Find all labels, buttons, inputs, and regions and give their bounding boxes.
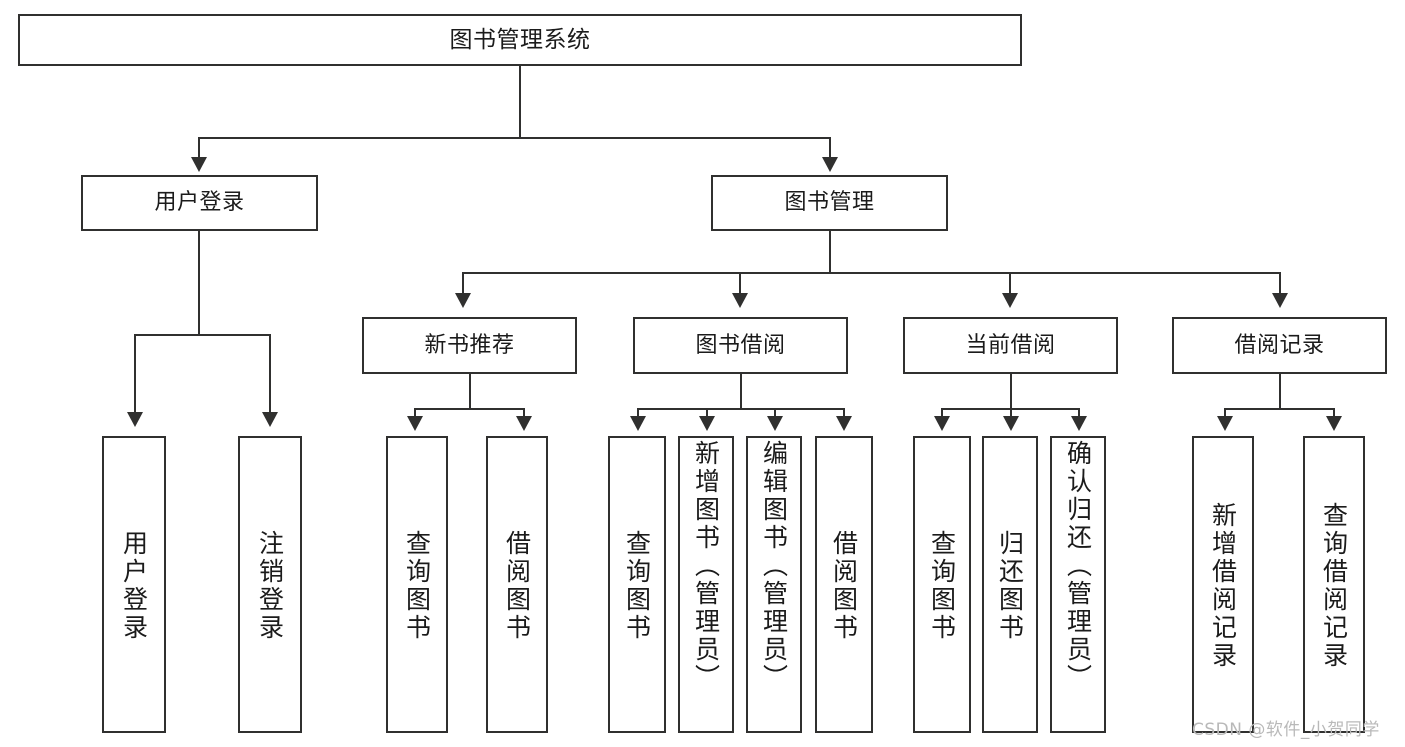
connector-br-stem (1279, 374, 1281, 410)
node-label: 图书借阅 (695, 332, 786, 358)
node-label: 编辑图书（管理员） (759, 440, 789, 692)
connector-bm-drop-3 (1009, 272, 1011, 295)
arrow-to-leaf-user-login (127, 412, 143, 427)
node-current-borrow[interactable]: 当前借阅 (903, 317, 1118, 374)
connector-nbr-drop-2 (523, 408, 525, 418)
node-label: 图书管理 (784, 190, 875, 216)
node-label: 确认归还（管理员） (1063, 440, 1093, 692)
leaf-cb-return-book[interactable]: 归还图书 (982, 436, 1038, 733)
arrow-to-leaf-br-2 (1326, 416, 1342, 431)
connector-root-stem (519, 66, 521, 138)
arrow-to-user-login (191, 157, 207, 172)
connector-cb-drop-1 (941, 408, 943, 418)
connector-user-login-bar (134, 334, 271, 336)
arrow-to-leaf-br-1 (1217, 416, 1233, 431)
connector-br-drop-2 (1333, 408, 1335, 418)
connector-br-bar (1224, 408, 1335, 410)
node-book-borrow[interactable]: 图书借阅 (633, 317, 848, 374)
connector-bm-drop-1 (462, 272, 464, 295)
csdn-watermark: CSDN @软件_小贺同学 (1192, 720, 1380, 740)
connector-bb-drop-4 (843, 408, 845, 418)
leaf-bb-add-book-admin[interactable]: 新增图书（管理员） (678, 436, 734, 733)
node-borrow-record[interactable]: 借阅记录 (1172, 317, 1387, 374)
leaf-cb-confirm-return-admin[interactable]: 确认归还（管理员） (1050, 436, 1106, 733)
connector-br-drop-1 (1224, 408, 1226, 418)
arrow-to-leaf-cb-2 (1003, 416, 1019, 431)
arrow-to-leaf-logout (262, 412, 278, 427)
node-root-system[interactable]: 图书管理系统 (18, 14, 1022, 66)
arrow-to-new-book-recommend (455, 293, 471, 308)
leaf-nbr-borrow-book[interactable]: 借阅图书 (486, 436, 548, 733)
node-label: 新增图书（管理员） (691, 440, 721, 692)
arrow-to-book-manage (822, 157, 838, 172)
connector-cb-drop-2 (1010, 408, 1012, 418)
leaf-br-query-record[interactable]: 查询借阅记录 (1303, 436, 1365, 733)
node-new-book-recommend[interactable]: 新书推荐 (362, 317, 577, 374)
connector-bb-drop-3 (774, 408, 776, 418)
arrow-to-leaf-nbr-2 (516, 416, 532, 431)
connector-nbr-bar (414, 408, 525, 410)
connector-nbr-drop-1 (414, 408, 416, 418)
arrow-to-leaf-bb-2 (699, 416, 715, 431)
connector-cb-drop-3 (1078, 408, 1080, 418)
connector-bb-drop-2 (706, 408, 708, 418)
leaf-bb-query-book[interactable]: 查询图书 (608, 436, 666, 733)
connector-book-manage-bar (462, 272, 1279, 274)
node-label: 查询借阅记录 (1319, 501, 1349, 670)
arrow-to-leaf-nbr-1 (407, 416, 423, 431)
arrow-to-leaf-cb-1 (934, 416, 950, 431)
arrow-to-leaf-bb-4 (836, 416, 852, 431)
connector-bb-drop-1 (637, 408, 639, 418)
node-label: 新增借阅记录 (1208, 501, 1238, 670)
node-label: 借阅图书 (829, 529, 859, 642)
connector-bb-bar (637, 408, 845, 410)
node-label: 图书管理系统 (449, 26, 591, 53)
connector-book-manage-stem (829, 231, 831, 274)
node-label: 借阅记录 (1234, 332, 1325, 358)
arrow-to-borrow-record (1272, 293, 1288, 308)
node-label: 归还图书 (995, 529, 1025, 642)
node-label: 注销登录 (255, 529, 285, 642)
node-user-login[interactable]: 用户登录 (81, 175, 318, 231)
connector-bm-drop-2 (739, 272, 741, 295)
leaf-bb-borrow-book[interactable]: 借阅图书 (815, 436, 873, 733)
node-label: 查询图书 (622, 529, 652, 642)
leaf-nbr-query-book[interactable]: 查询图书 (386, 436, 448, 733)
leaf-logout[interactable]: 注销登录 (238, 436, 302, 733)
connector-bb-stem (740, 374, 742, 410)
leaf-br-add-record[interactable]: 新增借阅记录 (1192, 436, 1254, 733)
leaf-user-login[interactable]: 用户登录 (102, 436, 166, 733)
node-label: 查询图书 (402, 529, 432, 642)
node-label: 当前借阅 (965, 332, 1056, 358)
node-label: 新书推荐 (424, 332, 515, 358)
connector-root-bar (198, 137, 831, 139)
connector-user-login-stem (198, 231, 200, 336)
leaf-cb-query-book[interactable]: 查询图书 (913, 436, 971, 733)
connector-user-login-drop-2 (269, 334, 271, 414)
arrow-to-book-borrow (732, 293, 748, 308)
connector-cb-stem (1010, 374, 1012, 410)
connector-bm-drop-4 (1279, 272, 1281, 295)
node-label: 查询图书 (927, 529, 957, 642)
arrow-to-current-borrow (1002, 293, 1018, 308)
node-book-manage[interactable]: 图书管理 (711, 175, 948, 231)
node-label: 用户登录 (119, 529, 149, 642)
node-label: 用户登录 (154, 190, 245, 216)
connector-root-drop-right (829, 137, 831, 159)
connector-root-drop-left (198, 137, 200, 159)
arrow-to-leaf-bb-1 (630, 416, 646, 431)
leaf-bb-edit-book-admin[interactable]: 编辑图书（管理员） (746, 436, 802, 733)
connector-nbr-stem (469, 374, 471, 410)
arrow-to-leaf-bb-3 (767, 416, 783, 431)
connector-user-login-drop-1 (134, 334, 136, 414)
node-label: 借阅图书 (502, 529, 532, 642)
arrow-to-leaf-cb-3 (1071, 416, 1087, 431)
